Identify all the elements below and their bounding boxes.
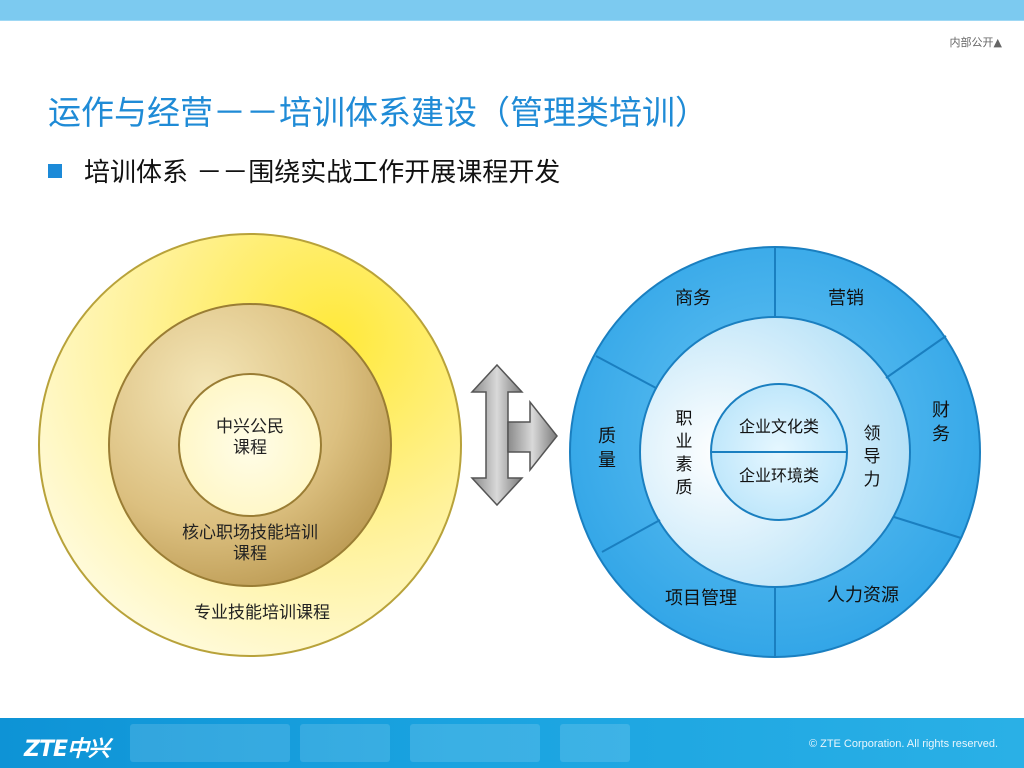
footer-bar	[0, 718, 1024, 768]
inner-label-line1: 中兴公民	[216, 417, 284, 437]
footer-decoration	[300, 724, 390, 762]
bullet-item: 培训体系 －－围绕实战工作开展课程开发	[48, 152, 560, 189]
inner-right-char-2: 导	[864, 447, 881, 467]
outer-label-marketing: 营销	[828, 288, 864, 309]
outer-label-finance-1: 财	[932, 400, 950, 421]
bullet-square-icon	[48, 163, 62, 178]
middle-label-line2: 课程	[233, 544, 267, 564]
top-banner	[0, 0, 1024, 20]
core-label-culture: 企业文化类	[739, 417, 819, 436]
inner-right-char-1: 领	[864, 424, 881, 444]
inner-left-char-1: 职	[676, 409, 693, 429]
inner-label-line2: 课程	[233, 438, 267, 458]
outer-label: 专业技能培训课程	[194, 603, 330, 623]
outer-label-business: 商务	[675, 288, 711, 309]
top-divider	[0, 20, 1024, 21]
core-label-environment: 企业环境类	[739, 466, 819, 485]
copyright-text: © ZTE Corporation. All rights reserved.	[808, 738, 998, 750]
inner-left-char-2: 业	[676, 432, 693, 452]
double-arrow-icon	[470, 363, 558, 507]
segment-dividers	[595, 247, 962, 657]
zte-logo: ZTE中兴	[24, 737, 110, 762]
outer-label-finance-2: 务	[932, 424, 950, 445]
bullet-text: 培训体系 －－围绕实战工作开展课程开发	[84, 158, 561, 188]
inner-left-char-3: 素	[676, 455, 693, 475]
middle-label-line1: 核心职场技能培训	[182, 523, 318, 543]
outer-label-hr: 人力资源	[827, 585, 899, 606]
footer-decoration	[560, 724, 630, 762]
classification-label: 内部公开▲	[949, 36, 1002, 49]
inner-right-char-3: 力	[864, 470, 881, 490]
slide-title: 运作与经营－－培训体系建设（管理类培训）	[48, 93, 708, 132]
outer-label-quality-1: 质	[598, 426, 616, 447]
outer-label-quality-2: 量	[598, 450, 616, 471]
inner-left-char-4: 质	[676, 478, 693, 498]
footer-decoration	[410, 724, 540, 762]
inner-circle	[178, 373, 322, 517]
footer-decoration	[130, 724, 290, 762]
outer-label-project-mgmt: 项目管理	[665, 588, 737, 609]
